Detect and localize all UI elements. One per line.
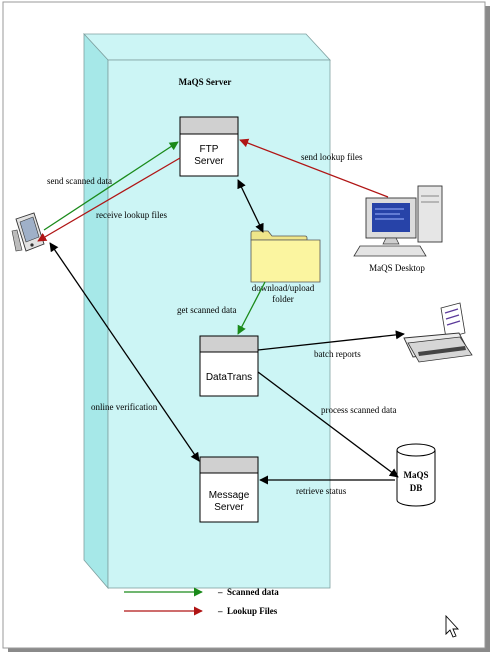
desktop-computer-icon[interactable] — [353, 185, 443, 257]
legend-scanned-dash: – — [217, 587, 223, 597]
label-send-scanned: send scanned data — [47, 176, 112, 186]
arrow-process-scanned — [257, 371, 399, 478]
label-online-verification: online verification — [91, 402, 158, 412]
ftp-label-1: FTP — [200, 144, 219, 155]
folder-icon[interactable] — [250, 230, 321, 283]
legend-scanned-label: Scanned data — [227, 587, 279, 597]
database-icon[interactable] — [396, 443, 436, 507]
folder-label-2: folder — [272, 294, 294, 304]
message-label-2: Server — [214, 502, 244, 513]
arrow-get-scanned — [237, 281, 266, 335]
folder-label-1: download/upload — [252, 283, 315, 293]
arrow-receive-lookup — [37, 157, 181, 242]
ftp-server-box[interactable]: FTP Server — [179, 116, 239, 177]
arrow-online-verification — [49, 242, 200, 462]
arrow-send-lookup — [239, 138, 389, 198]
server-title: MaQS Server — [179, 77, 232, 87]
arrow-ftp-folder — [237, 179, 264, 233]
message-server-box[interactable]: Message Server — [199, 456, 259, 523]
label-receive-lookup: receive lookup files — [96, 210, 167, 220]
legend-lookup-dash: – — [217, 606, 223, 616]
db-label-2: DB — [410, 483, 423, 493]
mouse-cursor-icon — [445, 614, 460, 638]
db-label-1: MaQS — [403, 470, 428, 480]
label-batch-reports: batch reports — [314, 349, 361, 359]
message-label-1: Message — [209, 490, 250, 501]
pda-icon[interactable] — [11, 212, 45, 252]
arrow-batch-reports — [257, 330, 405, 351]
desktop-label: MaQS Desktop — [369, 263, 425, 273]
label-get-scanned: get scanned data — [177, 305, 236, 315]
legend-lookup-label: Lookup Files — [227, 606, 278, 616]
printer-icon[interactable] — [403, 302, 473, 363]
label-send-lookup: send lookup files — [301, 152, 363, 162]
arrow-send-scanned — [43, 141, 179, 231]
legend: – Scanned data – Lookup Files — [124, 587, 279, 616]
datatrans-label: DataTrans — [206, 372, 252, 383]
datatrans-box[interactable]: DataTrans — [199, 335, 259, 397]
ftp-label-2: Server — [194, 156, 224, 167]
label-retrieve-status: retrieve status — [296, 486, 347, 496]
label-process-scanned: process scanned data — [321, 405, 396, 415]
